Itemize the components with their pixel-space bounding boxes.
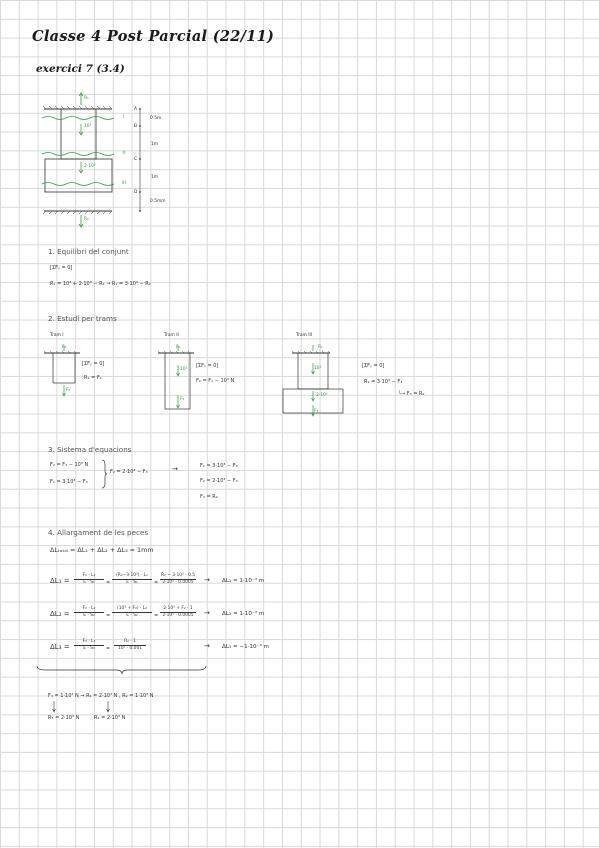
section-II-label: II [123,151,126,156]
dim-label-4: 0.5mm [150,199,166,204]
load-1-label: 10³ [84,124,92,129]
tram-2-top-force: R₁ [176,345,181,350]
system-left-1: F₂ = F₁ − 10³ N [50,462,89,468]
final-below-1: R₁ = 2·10³ N [48,715,80,721]
row-1-lhs: ΔL₁ = [50,577,70,585]
row-1-frac-3-num: R₂ − 3·10³ · 0.5 [161,573,195,578]
exercise-subtitle: exercici 7 (3.4) [36,63,125,75]
tram-2-eq1: [ΣFᵧ = 0] [196,363,219,369]
section-1-eq2: R₁ = 10³ + 2·10³ − R₂ → R₁ = 3·10³ − R₂ [50,281,151,287]
row-2-frac-3: 2·10³ + F₂ · 1 2·10⁵ · 0.0005 [160,606,196,619]
tram-1-eq1: [ΣFᵧ = 0] [82,361,105,367]
system-right-2: F₂ = 2·10³ − F₃ [200,478,238,484]
row-1-frac-1: F₁ · L₁ E · S₁ [74,573,104,586]
section-2-heading: 2. Estudi per trams [48,314,117,323]
point-D-label: D [134,190,138,195]
row-3-frac-1: F₃ · L₃ E · S₃ [74,639,104,652]
bar-figure [41,92,141,228]
row-3-frac-1-num: F₃ · L₃ [82,639,96,644]
row-3-lhs: ΔL₃ = [50,643,70,651]
tram-2-load: 10³ [180,367,188,372]
row-2-frac-1: F₂ · L₂ E · S₂ [74,606,104,619]
point-B-label: B [134,124,138,129]
tram-1-eq2: R₁ = F₁ [84,375,102,381]
row-2-arrow: → [204,609,210,617]
dim-label-3: 1m [151,175,159,180]
tram-3-eq2: R₁ = 3·10³ − F₃ [364,379,403,385]
row-3-frac-2: R₂ · 1 10⁵ · 0.001 [114,639,146,652]
section-1-eq1: [ΣFᵧ = 0] [50,265,73,271]
row-1-frac-2-num: (R₂−3·10³) · L₁ [116,573,148,578]
top-reaction-label: R₁ [84,96,89,101]
row-2-result: ΔL₂ = 1·10⁻³ m [222,611,265,617]
tram-2-figure [158,345,194,410]
row-1-frac-2: (R₂−3·10³) · L₁ E · S₁ [112,573,152,586]
dim-label-1: 0.5m [150,116,162,121]
row-3-eq: = [106,646,111,652]
final-arrows [52,701,110,713]
row-1-frac-2-den: E · S₁ [126,580,138,585]
page-title: Classe 4 Post Parcial (22/11) [32,28,275,45]
row-1-frac-3: R₂ − 3·10³ · 0.5 2·10⁵ · 0.0005 [160,573,196,586]
section-3-heading: 3. Sistema d'equacions [48,445,132,454]
bottom-brace [36,665,207,675]
row-2-frac-3-num: 2·10³ + F₂ · 1 [163,606,193,611]
system-left-2: F₁ = 3·10³ − F₃ [50,479,88,485]
row-3-frac-1-den: E · S₃ [83,646,95,651]
tram-3-load-2: 2·10³ [316,393,328,398]
section-4-heading: 4. Allargament de les peces [48,528,149,537]
system-middle: F₂ = 2·10³ − F₃ [110,469,148,475]
row-2-frac-2: (10³ + F₂) · L₂ E · S₂ [112,606,152,619]
tram-1-figure [44,345,80,397]
tram-2-bot-force: F₂ [180,397,185,402]
row-3-frac-2-num: R₂ · 1 [124,639,136,644]
row-1-eq-2: = [154,580,159,586]
tram-2-eq2: F₂ = F₁ − 10³ N [196,378,235,384]
row-2-frac-2-num: (10³ + F₂) · L₂ [117,606,147,611]
tram-3-figure [282,345,344,417]
bottom-reaction-label: R₂ [84,217,89,222]
system-brace [101,459,108,489]
row-1-eq: = [106,580,111,586]
tram-3-top-force: R₁ [318,345,323,350]
row-2-frac-1-den: E · S₂ [83,613,95,618]
final-below-2: R₂ = 2·10³ N [94,715,126,721]
row-2-lhs: ΔL₂ = [50,610,70,618]
row-1-frac-3-den: 2·10⁵ · 0.0005 [162,580,194,585]
tram-3-eq3: └→ F₃ = R₂ [398,391,425,397]
row-3-arrow: → [204,642,210,650]
row-1-frac-1-num: F₁ · L₁ [82,573,96,578]
row-2-eq-2: = [154,613,159,619]
section-III-label: III [122,181,126,186]
load-2-label: 2·10³ [84,164,96,169]
tram-1-bot-force: F₁ [66,388,71,393]
total-elongation: ΔLₜₒₜₐₗ = ΔL₁ + ΔL₂ + ΔL₃ = 1mm [50,546,154,554]
tram-3-load-1: 10³ [314,366,322,371]
row-1-frac-1-den: E · S₁ [83,580,95,585]
system-arrow: → [172,465,178,473]
row-3-frac-2-den: 10⁵ · 0.001 [117,646,143,651]
tram-2-label: Tram II [164,333,179,338]
row-2-eq: = [106,613,111,619]
row-3-result: ΔL₃ = −1·10⁻³ m [222,644,269,650]
point-C-label: C [134,157,138,162]
row-2-frac-2-den: E · S₂ [126,613,138,618]
final-line: F₃ = 1·10³ N → R₁ = 2·10³ N , R₂ = 1·10³… [48,693,154,699]
system-right-3: F₃ = R₂ [200,494,218,500]
tram-3-label: Tram III [296,333,313,338]
section-1-heading: 1. Equilibri del conjunt [48,247,129,256]
tram-1-top-force: R₁ [62,345,67,350]
section-I-label: I [123,115,125,120]
row-1-result: ΔL₁ = 1·10⁻³ m [222,578,265,584]
row-2-frac-1-num: F₂ · L₂ [82,606,96,611]
point-A-label: A [134,107,138,112]
tram-3-bot-force: F₃ [314,409,319,414]
system-right-1: F₁ = 3·10³ − F₃ [200,463,238,469]
row-2-frac-3-den: 2·10⁵ · 0.0005 [162,613,194,618]
tram-3-eq1: [ΣFᵧ = 0] [362,363,385,369]
tram-1-label: Tram I [50,333,64,338]
row-1-arrow: → [204,576,210,584]
dim-label-2: 1m [151,142,159,147]
